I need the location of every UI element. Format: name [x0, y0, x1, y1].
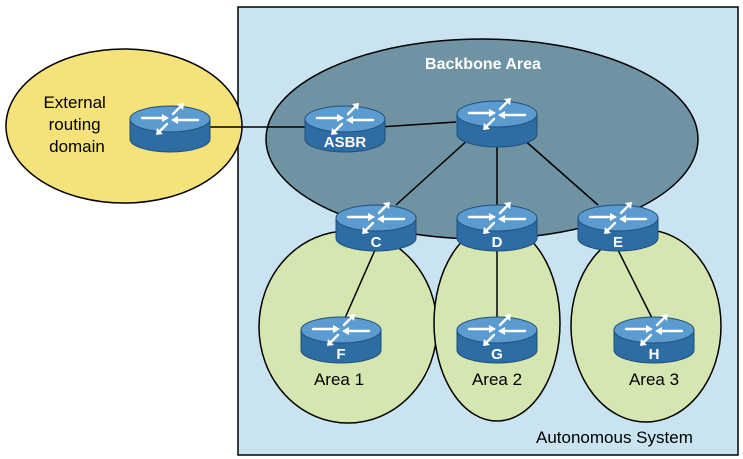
- router-c: C: [334, 200, 418, 253]
- router-f-label: F: [336, 346, 345, 363]
- links: [208, 121, 653, 319]
- area-3-label: Area 3: [629, 370, 679, 389]
- backbone-area-title: Backbone Area: [425, 56, 541, 73]
- external-domain-label: External routing domain: [43, 93, 110, 156]
- autonomous-system-label: Autonomous System: [536, 428, 693, 447]
- link-asbr-core: [379, 121, 457, 128]
- router-asbr-label: ASBR: [324, 134, 367, 151]
- router-h-label: H: [649, 346, 660, 363]
- link-core-e: [521, 137, 599, 206]
- router-g-label: G: [491, 346, 503, 363]
- area-2-label: Area 2: [472, 370, 522, 389]
- link-e-h: [617, 249, 653, 319]
- router-e: E: [576, 200, 660, 253]
- router-asbr: ASBR: [303, 101, 387, 154]
- router-core: [455, 96, 539, 149]
- router-h: H: [612, 312, 696, 365]
- area-1-label: Area 1: [314, 370, 364, 389]
- router-d-label: D: [492, 234, 503, 251]
- external-label-line-3: domain: [49, 137, 105, 156]
- router-f: F: [299, 312, 383, 365]
- external-domain-ellipse: [5, 48, 243, 204]
- router-external: [128, 101, 212, 154]
- link-core-c: [395, 137, 471, 206]
- external-label-line-2: routing: [49, 115, 101, 134]
- router-c-label: C: [371, 234, 382, 251]
- router-e-label: E: [613, 234, 623, 251]
- router-icon: [128, 101, 212, 154]
- router-icon: [455, 96, 539, 149]
- router-g: G: [455, 312, 539, 365]
- router-d: D: [455, 200, 539, 253]
- link-c-f: [344, 249, 376, 319]
- external-label-line-1: External: [43, 93, 105, 112]
